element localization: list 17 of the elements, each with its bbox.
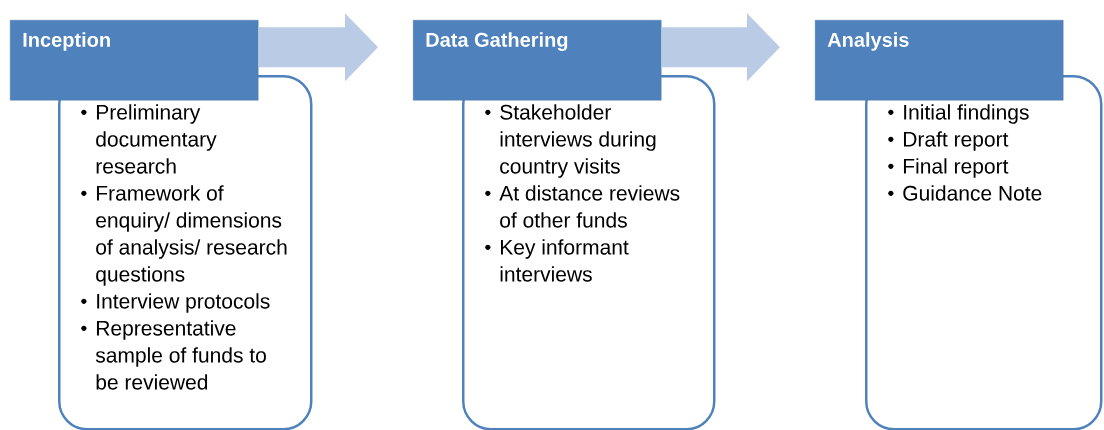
process-box: Data Gathering	[413, 20, 662, 101]
content-box	[58, 75, 313, 430]
bullet-item: Initial findings	[904, 104, 1029, 124]
process-box: Analysis	[815, 20, 1064, 101]
process-box: Inception	[10, 20, 259, 101]
bullet-item: Framework of enquiry/ dimensions of analysis/ research questions	[96, 185, 287, 286]
bullet-item: At distance reviews of other funds	[499, 185, 680, 228]
bullet-item: Guidance Note	[903, 185, 1042, 201]
bullet-item: Draft report	[903, 131, 1009, 151]
bullet-item: Stakeholder interviews during country visits	[500, 104, 656, 178]
bullet-item: Key informant interviews	[500, 239, 629, 282]
content-box	[462, 75, 716, 430]
bullet-item: Preliminary documentary research	[96, 104, 217, 174]
bullet-item: Final report	[903, 158, 1009, 178]
bullet-item: Interview protocols	[97, 293, 270, 313]
content-box	[865, 75, 1103, 430]
bullet-item: Representative sample of funds to be reviewed	[95, 320, 266, 390]
